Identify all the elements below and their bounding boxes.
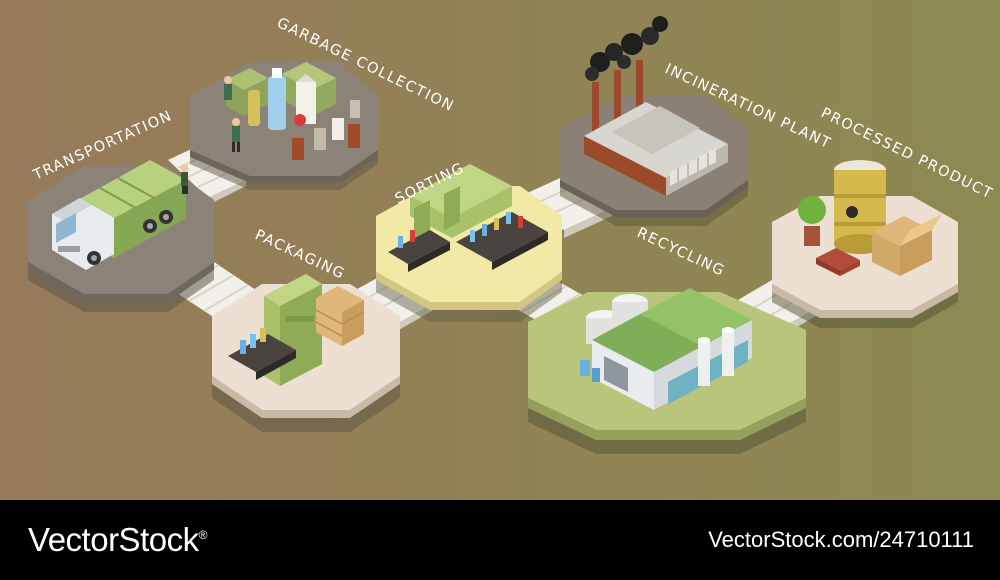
smokestacks — [592, 60, 643, 142]
watermark-footer: VectorStock® VectorStock.com/24710111 — [0, 500, 1000, 580]
workers-collection — [224, 76, 240, 152]
smoke — [585, 16, 668, 81]
barrels — [292, 100, 360, 160]
large-bottles — [248, 68, 316, 130]
open-box — [872, 214, 942, 276]
packaging-machine — [228, 274, 322, 386]
platform-transportation — [28, 160, 214, 312]
worker-transport — [180, 164, 189, 194]
platform-incineration-plant — [560, 16, 748, 226]
brand-text: VectorStock — [28, 521, 199, 558]
platform-garbage-collection — [190, 62, 378, 190]
sorting-machine — [388, 164, 548, 272]
image-id-link[interactable]: VectorStock.com/24710111 — [708, 527, 974, 552]
recycling-building — [580, 288, 752, 410]
platform-processed-product — [772, 160, 958, 328]
garbage-truck — [52, 160, 186, 270]
vectorstock-logo[interactable]: VectorStock® — [28, 521, 207, 559]
cardboard-boxes — [315, 286, 365, 346]
registered-mark: ® — [198, 528, 208, 542]
potted-plant — [798, 196, 826, 246]
waste-processing-scene: TRANSPORTATION GARBAGE COLLECTION SORTIN… — [0, 0, 1000, 500]
platform-sorting — [376, 164, 562, 322]
plant-building — [584, 102, 728, 196]
scene-svg: TRANSPORTATION GARBAGE COLLECTION SORTIN… — [0, 0, 1000, 500]
books — [816, 248, 860, 276]
platform-recycling — [528, 288, 806, 454]
platform-packaging — [212, 274, 400, 432]
